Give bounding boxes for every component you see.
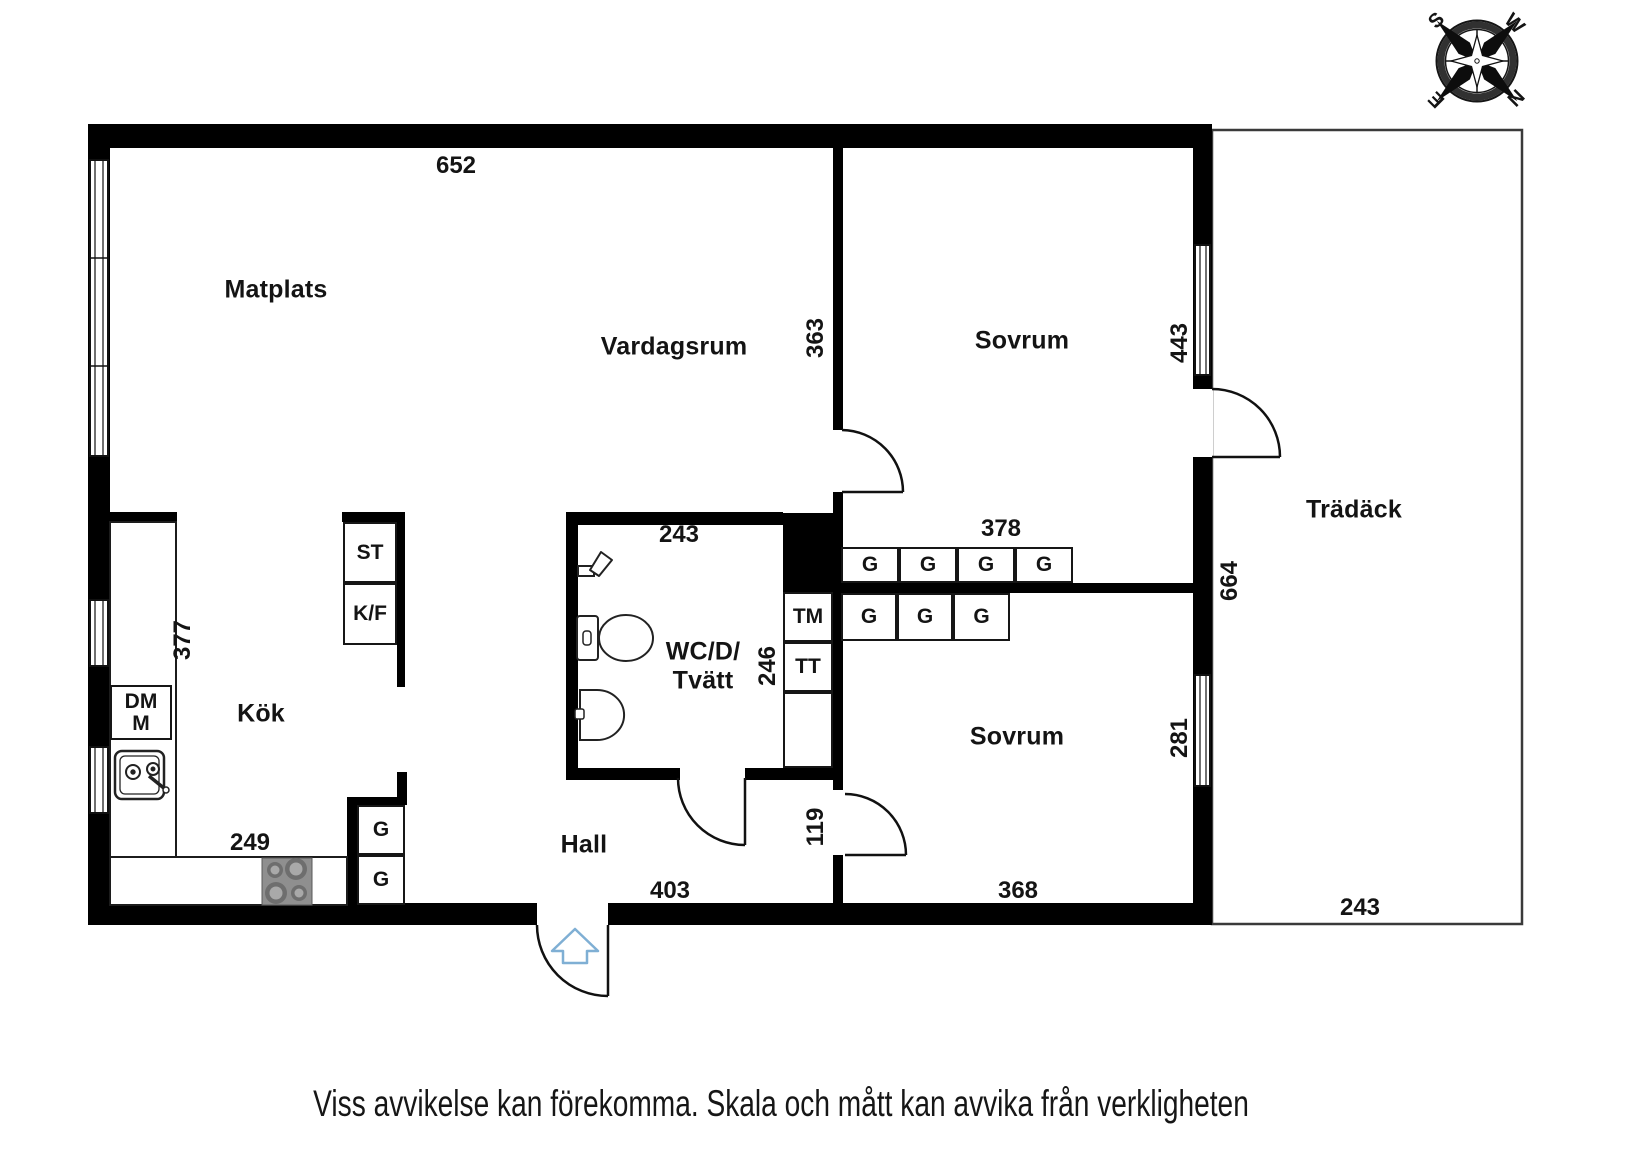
kitchen-sink-icon [113, 749, 170, 801]
dimension-label: 403 [649, 877, 691, 905]
dimension-label: 246 [754, 645, 782, 687]
room-label: Matplats [224, 275, 328, 304]
room-label: Trädäck [1306, 495, 1402, 524]
door-arc [1211, 387, 1282, 459]
cabinet-g: G [1015, 547, 1073, 583]
cabinet-g: G [841, 593, 897, 641]
dimension-label: 249 [229, 829, 271, 857]
dimension-label: 368 [997, 877, 1039, 905]
door-arc [676, 777, 747, 847]
shower-icon [577, 551, 613, 577]
room-label: Sovrum [969, 722, 1065, 751]
window [89, 746, 109, 814]
dimension-label: 243 [1339, 894, 1381, 922]
cabinet-g: G [953, 593, 1010, 641]
entry-arrow-icon [550, 927, 600, 965]
dimension-label: 377 [169, 619, 197, 661]
door-arc [844, 792, 908, 857]
cabinet-kf: K/F [343, 583, 397, 645]
room-label: WC/D/ Tvätt [665, 637, 741, 694]
cabinet-tt: TT [783, 642, 833, 692]
windows [89, 159, 1211, 814]
cabinet-g: G [357, 855, 405, 905]
compass-icon [1435, 19, 1519, 103]
dimension-label: 281 [1166, 717, 1194, 759]
deck-outline [1210, 128, 1524, 926]
cabinet-g: G [841, 547, 899, 583]
cabinet-g: G [899, 547, 957, 583]
window [1194, 674, 1211, 787]
balcony-door-opening [1192, 389, 1213, 457]
cabinet-g: G [357, 805, 405, 855]
cabinet-g: G [897, 593, 953, 641]
bathroom-fixtures [574, 551, 654, 741]
cabinet [783, 692, 833, 768]
dimension-label: 378 [980, 515, 1022, 543]
window [89, 599, 109, 667]
doors [535, 387, 1282, 998]
walls [88, 124, 1212, 925]
dimension-label: 119 [802, 807, 830, 847]
door-arc [535, 924, 610, 998]
stove-icon [261, 857, 313, 906]
dimension-label: 243 [658, 521, 700, 549]
cabinet-dmm: DM M [110, 685, 172, 740]
window [89, 159, 109, 457]
cabinet-tm: TM [783, 592, 833, 642]
dimension-label: 363 [802, 317, 830, 359]
toilet-icon [576, 614, 654, 662]
washbasin-icon [574, 689, 626, 741]
dimension-label: 652 [435, 152, 477, 180]
room-label: Kök [237, 699, 285, 728]
dimension-label: 664 [1216, 560, 1244, 602]
dimension-label: 443 [1166, 322, 1194, 364]
room-label: Sovrum [974, 326, 1070, 355]
room-label: Hall [560, 830, 608, 859]
window [1194, 244, 1211, 376]
cabinet-g: G [957, 547, 1015, 583]
cabinet-st: ST [343, 522, 397, 583]
room-label: Vardagsrum [600, 332, 748, 361]
disclaimer-text: Viss avvikelse kan förekomma. Skala och … [313, 1083, 1249, 1124]
door-arc [841, 428, 905, 494]
